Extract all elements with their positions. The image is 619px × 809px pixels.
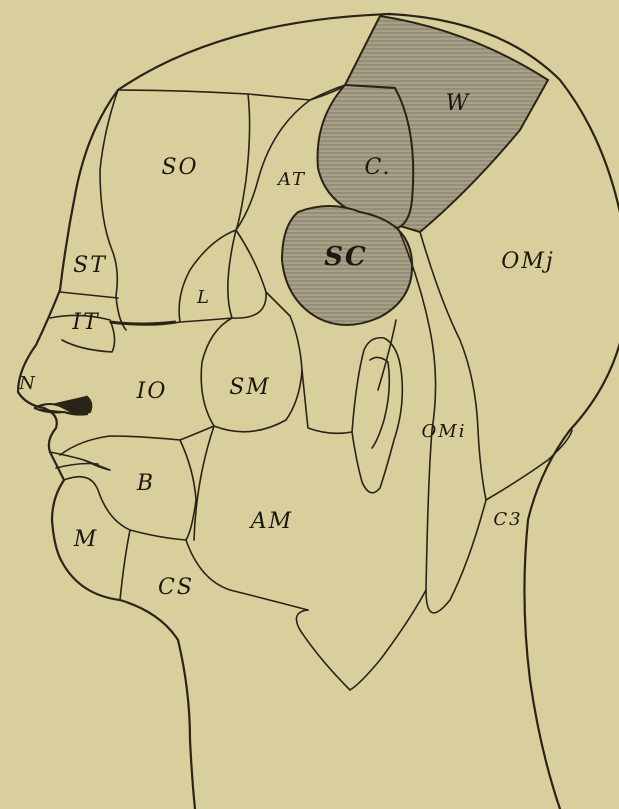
label-l: L [196, 287, 211, 308]
ear-inner [370, 357, 389, 448]
label-c: C. [364, 155, 391, 180]
label-w: W [446, 91, 471, 116]
ear [352, 338, 402, 493]
label-sc: SC [324, 242, 367, 272]
label-cs: CS [158, 575, 194, 600]
label-b: B [136, 471, 155, 496]
nostril [34, 396, 91, 415]
label-omj: OMj [501, 249, 554, 274]
label-at: AT [276, 169, 306, 190]
lips [50, 452, 110, 470]
label-io: IO [136, 379, 168, 404]
label-m: M [73, 527, 99, 552]
face-profile [18, 90, 195, 809]
label-it: IT [71, 310, 100, 335]
label-st: ST [73, 253, 107, 278]
label-am: AM [249, 509, 293, 534]
eye-line [110, 322, 176, 324]
label-c3: C3 [493, 509, 522, 530]
label-sm: SM [229, 375, 271, 400]
label-n: N [18, 373, 37, 394]
label-so: SO [161, 155, 198, 180]
boundaries [50, 85, 572, 690]
label-omi: OMi [422, 421, 467, 442]
